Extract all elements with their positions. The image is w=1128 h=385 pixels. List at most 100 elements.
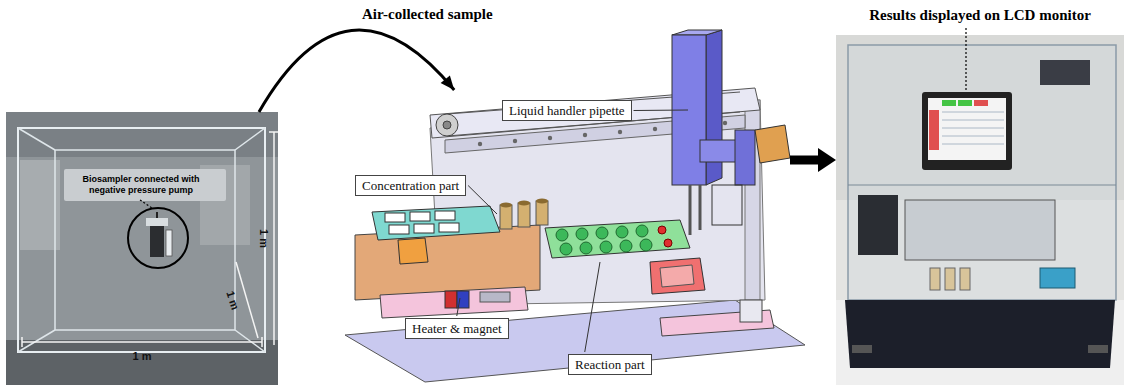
dimension-lines [22,132,278,347]
reaction-rack-shape [664,239,672,247]
reaction-rack-shape [616,226,628,238]
pipette-tower [672,30,790,235]
instrument-photo-shape [942,120,1004,121]
reaction-rack-shape [576,228,588,240]
flow-arrow [259,30,454,112]
reaction-rack-shape [640,239,652,251]
concentration-unit [355,199,548,301]
leader-line [468,186,497,215]
arrow-head [441,75,455,90]
curved-arrow [259,30,454,112]
reaction-rack-shape [620,240,632,252]
cad-frame [345,88,805,382]
instrument-photo-shape [1088,345,1108,353]
callout-box: Concentration part [355,175,466,196]
callout-box: Heater & magnet [405,318,509,339]
chamber-photo-shape [235,330,265,352]
dimension-label: 1 m [257,229,270,248]
dimension-label: 1 m [133,350,152,363]
reaction-rack-shape [650,258,705,294]
photo-panel: Results displayed on LCD monitor [836,4,1124,385]
flow-arrow [790,148,836,172]
concentration-unit-shape [385,213,405,222]
reaction-rack-shape [636,225,648,237]
chamber-photo-shape [18,128,265,352]
panel-title: Results displayed on LCD monitor [836,6,1124,25]
pipette-tower-shape [689,185,692,235]
cad-frame-shape [436,114,458,136]
instrument-photo-shape [942,136,1004,137]
concentration-unit-shape [372,206,500,240]
instrument-photo-shape [852,345,872,353]
chamber-photo [6,112,278,385]
reaction-rack-shape [596,227,608,239]
cad-frame-shape [723,121,727,125]
pipette-tower-shape [699,185,702,230]
dimension-lines-shape [269,131,278,133]
reaction-rack-shape [660,265,694,287]
cad-frame-shape [443,121,451,129]
concentration-unit-shape [518,203,530,227]
heater-magnet-shape [445,291,457,308]
instrument-photo-shape [945,268,955,290]
reaction-rack-shape [560,243,572,255]
callout-box: Liquid handler pipette [502,100,632,121]
biosampler [128,200,188,268]
photo-note: Biosampler connected with negative press… [66,174,216,196]
reaction-rack-shape [556,229,568,241]
chamber-photo-shape [6,340,278,385]
concentration-unit-shape [435,211,455,220]
pipette-tower-shape [712,185,742,225]
instrument-photo-shape [960,268,970,290]
pipette-tower-shape [755,125,790,163]
illustration-panel: Liquid handler pipetteConcentration part… [330,90,790,385]
leader-line [634,110,688,112]
box-label: Liquid handler pipette [509,102,625,119]
chamber-photo-shape [6,112,278,385]
chamber-photo-shape [64,169,226,201]
concentration-unit-shape [389,225,409,234]
dimension-lines-shape [273,132,275,345]
chamber-photo-shape [55,150,235,330]
pipette-tower-shape [672,30,722,35]
instrument-photo-shape [845,300,1115,368]
heater-magnet [380,287,774,336]
instrument-photo-shape [942,128,1004,129]
instrument-photo-shape [942,144,1004,145]
dimension-label: 1 m [223,289,241,311]
instrument-photo-shape [974,100,988,106]
reaction-rack-shape [580,242,592,254]
arrow-shaft [790,156,819,165]
instrument-photo-shape [958,100,972,106]
cad-frame-shape [478,142,482,146]
box-label: Reaction part [575,356,645,373]
biosampler-shape [150,225,164,257]
concentration-unit-shape [518,201,530,206]
dimension-lines-shape [261,337,263,347]
reaction-rack-shape [658,226,666,234]
concentration-unit-shape [536,199,548,204]
heater-magnet-shape [480,292,510,302]
box-label: Concentration part [362,177,459,194]
concentration-unit-shape [410,212,430,221]
instrument-photo-shape [848,185,1116,186]
concentration-unit-shape [536,201,548,225]
instrument-photo-shape [858,195,898,255]
leader-line [585,262,600,352]
chamber-photo-shape [20,160,60,250]
callout-box: Reaction part [568,354,652,375]
cad-frame-shape [653,127,657,131]
instrument-photo-shape [965,28,966,91]
pipette-tower-shape [735,130,755,185]
reaction-rack [545,220,705,294]
biosampler-shape [128,208,188,268]
instrument-photo-shape [942,112,1004,113]
reaction-rack-shape [600,241,612,253]
dimension-lines-shape [21,337,23,347]
biosampler-shape [146,218,168,226]
chamber-photo-shape [18,128,55,150]
instrument-photo-shape [1040,268,1075,288]
instrument-photo [836,28,1124,385]
biosampler-shape [156,212,158,218]
